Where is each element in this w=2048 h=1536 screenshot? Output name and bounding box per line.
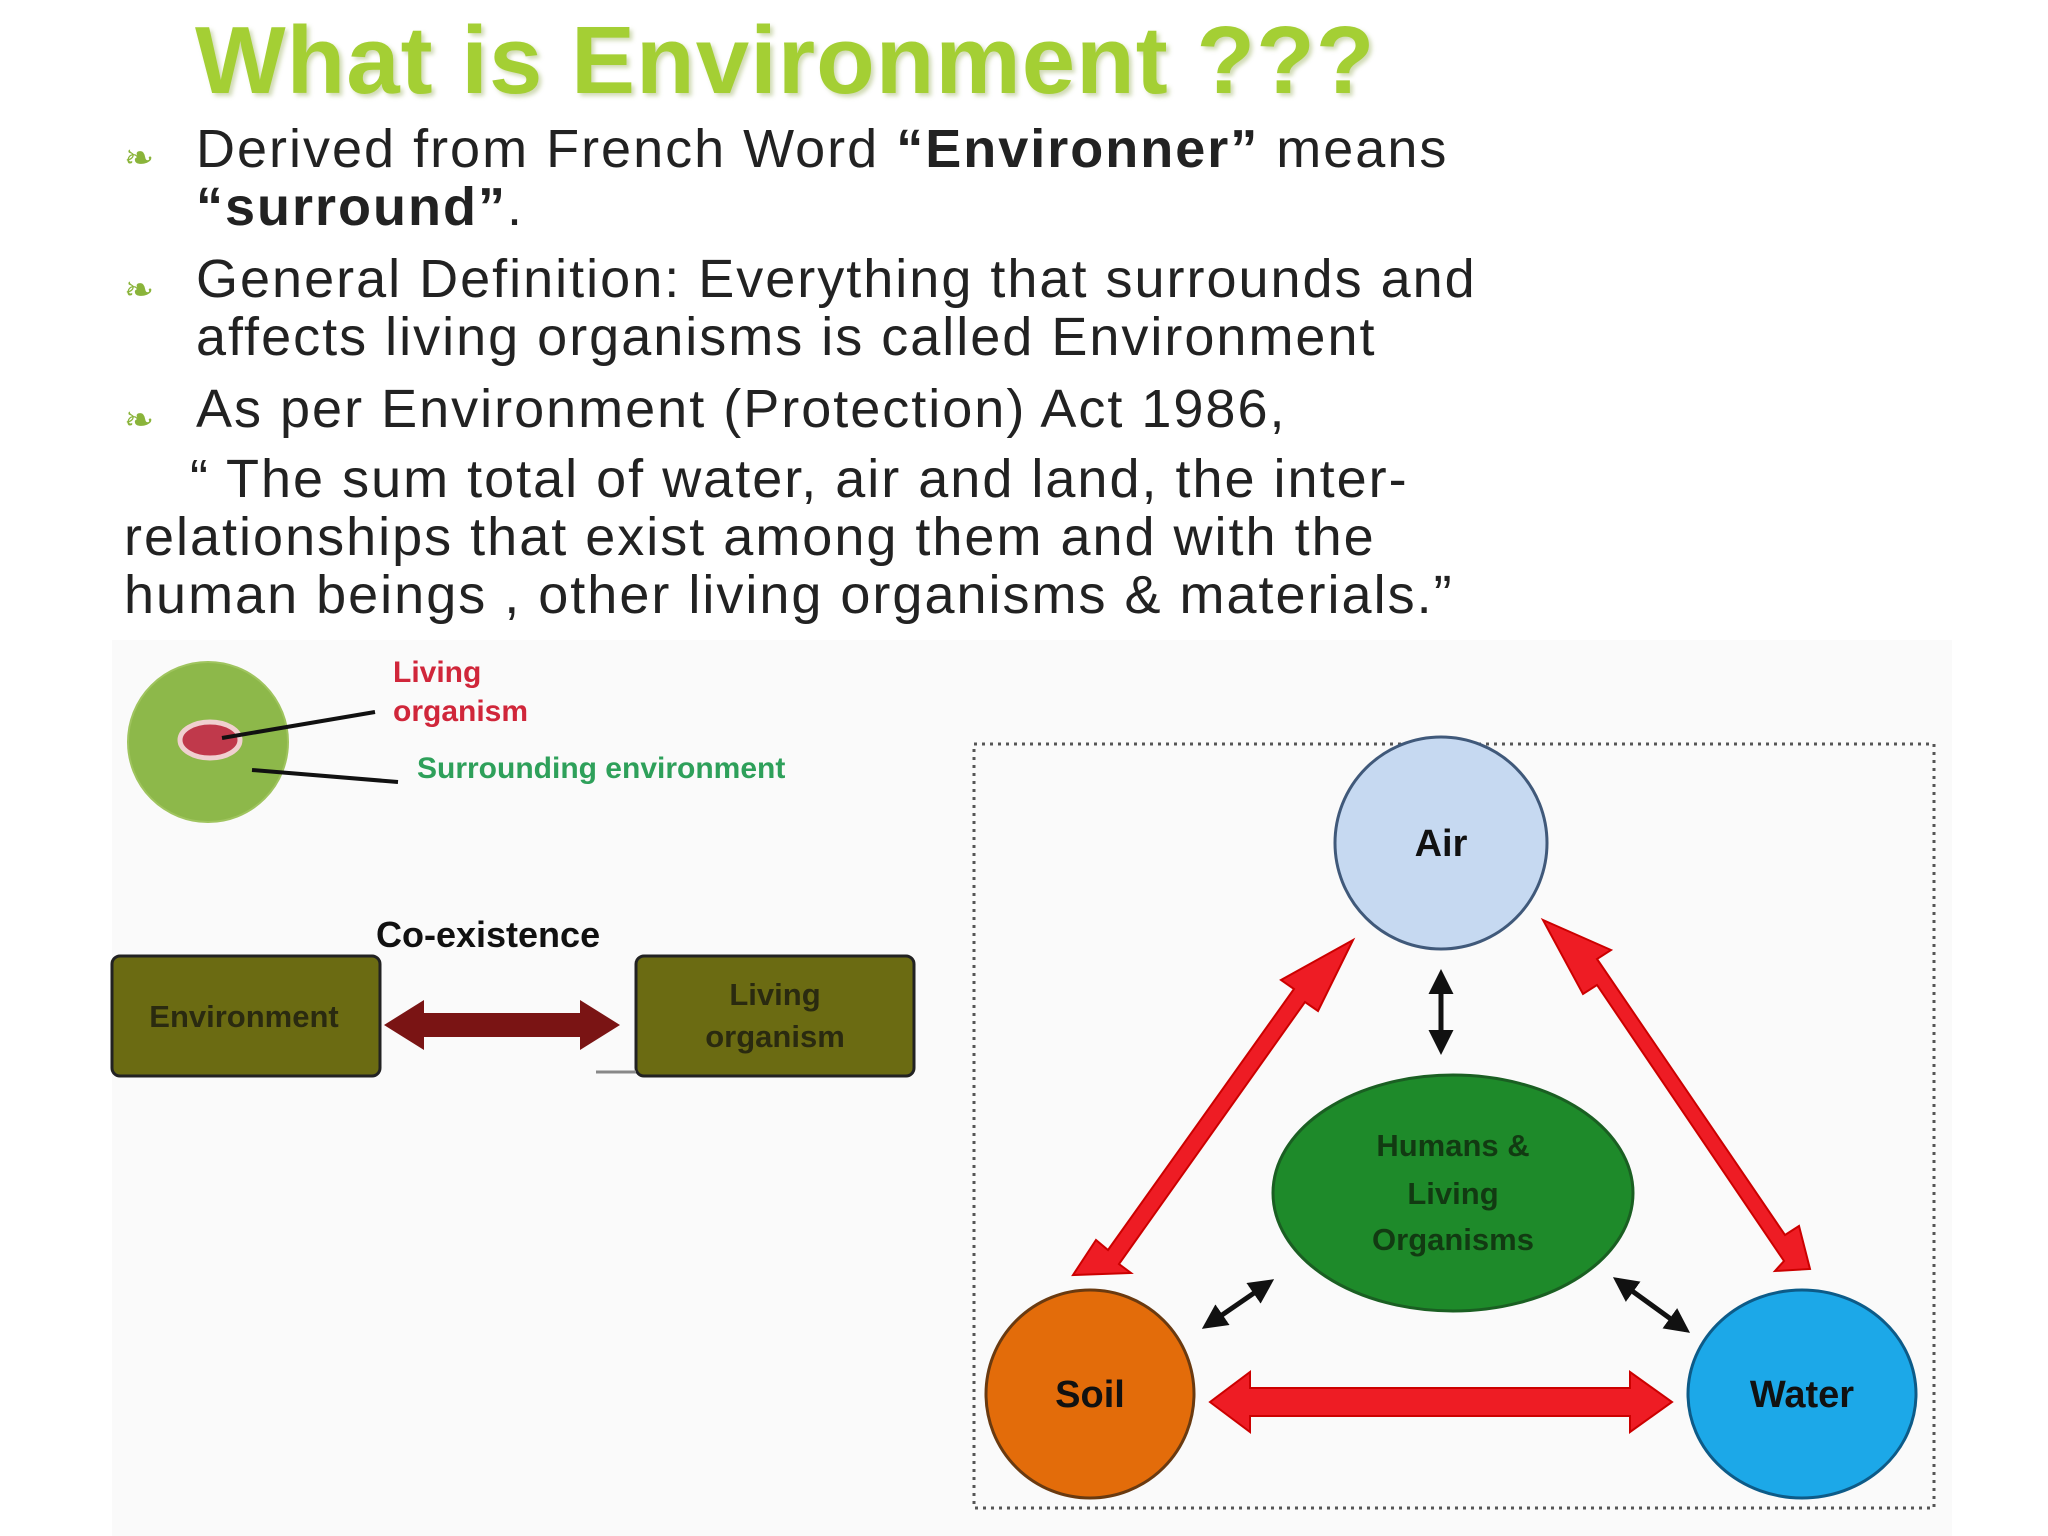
bullet-1-term: “Environner” <box>896 119 1260 179</box>
air-label: Air <box>1415 823 1468 865</box>
living-organism-box-label-1: Living <box>729 977 820 1012</box>
quote-line-1: “ The sum total of water, air and land, … <box>190 449 1409 509</box>
organism-circle-figure <box>127 661 399 823</box>
bullet-leaf-icon: ❧ <box>124 399 155 440</box>
soil-water-double-arrow <box>1208 1370 1674 1434</box>
bullet-leaf-icon: ❧ <box>124 137 155 178</box>
water-center-arrow <box>1612 1277 1691 1333</box>
water-circle <box>1686 1288 1918 1500</box>
environment-box <box>110 954 382 1078</box>
bullet-2-line-2: affects living organisms is called Envir… <box>196 307 1377 367</box>
bullet-3-line-1: As per Environment (Protection) Act 1986… <box>196 379 1287 439</box>
bullet-1-term-2: “surround” <box>196 177 507 237</box>
slide-title: What is Environment ??? <box>195 7 1376 114</box>
air-water-double-arrow <box>1540 917 1812 1273</box>
bullet-1-line-1: Derived from French Word “Environner” me… <box>196 120 1448 178</box>
living-organism-box-label-2: organism <box>705 1019 845 1054</box>
label-living: Living <box>393 656 481 689</box>
water-label: Water <box>1750 1374 1854 1416</box>
coexistence-double-arrow <box>384 1000 620 1050</box>
air-circle <box>1333 735 1549 951</box>
soil-label: Soil <box>1055 1374 1125 1416</box>
living-organism-dot <box>177 719 243 761</box>
soil-center-arrow <box>1201 1279 1275 1329</box>
center-label-3: Organisms <box>1372 1222 1534 1257</box>
label-organism: organism <box>393 695 528 728</box>
label-surrounding-environment: Surrounding environment <box>417 752 785 785</box>
bullet-2-line-1: General Definition: Everything that surr… <box>196 249 1477 309</box>
organism-pointer-line <box>221 710 376 740</box>
center-label-2: Living <box>1407 1176 1498 1211</box>
living-organism-box <box>634 954 916 1078</box>
environment-box-label: Environment <box>149 999 338 1034</box>
quote-line-3: human beings , other living organisms & … <box>124 565 1454 625</box>
air-soil-double-arrow <box>1071 937 1356 1277</box>
coexistence-label: Co-existence <box>376 914 600 955</box>
environment-pointer-line <box>251 768 399 784</box>
humans-living-organisms-circle <box>1271 1073 1635 1313</box>
quote-line-2: relationships that exist among them and … <box>124 507 1376 567</box>
center-label-1: Humans & <box>1376 1128 1529 1163</box>
bullet-1-text-2: means <box>1259 119 1449 179</box>
soil-circle <box>984 1288 1196 1500</box>
bullet-leaf-icon: ❧ <box>124 269 155 310</box>
bullet-1-text: Derived from French Word <box>196 119 897 179</box>
bullet-1-tail: . <box>507 177 525 237</box>
bullet-1-line-2: “surround”. <box>196 178 524 236</box>
